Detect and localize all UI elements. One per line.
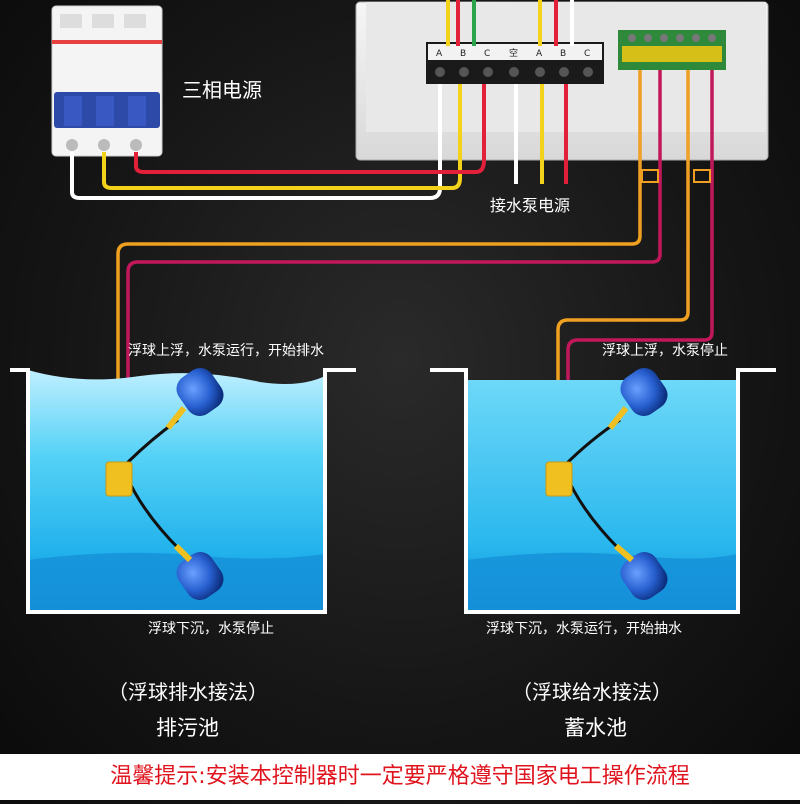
pump-power-label: 接水泵电源 [490, 196, 571, 215]
sewage-float-down-note: 浮球下沉，水泵停止 [148, 621, 274, 637]
top-wires [446, 0, 574, 46]
terminal-label-7: C [584, 49, 590, 59]
sewage-tank-name: 排污池 [156, 716, 219, 740]
terminal-label-4: 空 [509, 47, 518, 59]
terminal-label-1: A [436, 49, 443, 59]
circuit-breaker [51, 5, 163, 157]
float-cables [116, 70, 714, 462]
pump-power-wires [514, 84, 568, 184]
sewage-tank [10, 368, 356, 614]
sewage-float-switch [105, 368, 224, 600]
sewage-method-label: （浮球排水接法） [108, 680, 268, 704]
terminal-label-3: C [484, 49, 490, 59]
terminal-label-5: A [536, 49, 543, 59]
terminal-label-6: B [560, 49, 566, 59]
storage-tank [430, 368, 776, 614]
storage-float-switch [545, 368, 668, 600]
sewage-float-up-note: 浮球上浮，水泵运行，开始排水 [128, 343, 324, 359]
terminal-label-2: B [460, 49, 466, 59]
storage-method-label: （浮球给水接法） [512, 680, 672, 704]
supply-wires [70, 84, 486, 200]
footer-warning: 温馨提示:安装本控制器时一定要严格遵守国家电工操作流程 [0, 754, 800, 800]
control-box: A B C 空 A B C [355, 1, 769, 161]
three-phase-power-label: 三相电源 [182, 78, 262, 102]
storage-float-down-note: 浮球下沉，水泵运行，开始抽水 [486, 621, 682, 637]
storage-float-up-note: 浮球上浮，水泵停止 [602, 343, 728, 359]
storage-tank-name: 蓄水池 [564, 716, 627, 740]
